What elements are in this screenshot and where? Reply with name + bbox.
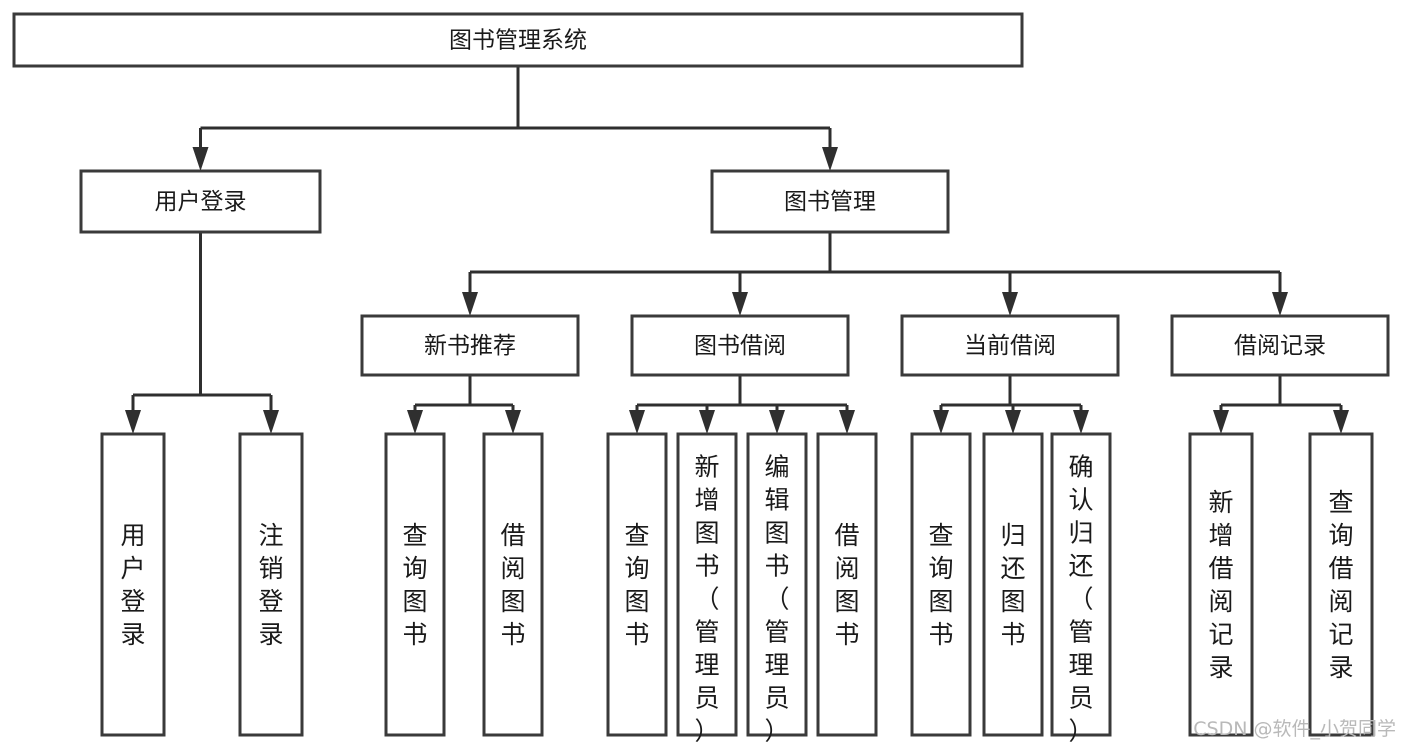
node-rect — [676, 432, 738, 737]
node-leaf-编辑图书管理员[interactable]: 编辑图书（管理员） — [746, 432, 808, 746]
node-rect — [982, 432, 1044, 737]
node-label: 图书管理系统 — [449, 28, 587, 54]
node-leaf-查询图书[interactable]: 查询图书 — [910, 432, 972, 737]
arrow-head-icon — [839, 410, 855, 434]
node-rect — [746, 432, 808, 737]
node-rect — [816, 432, 878, 737]
node-label: 当前借阅 — [964, 333, 1056, 359]
node-leaf-借阅图书[interactable]: 借阅图书 — [816, 432, 878, 737]
node-rect — [1308, 432, 1374, 737]
arrow-head-icon — [462, 292, 478, 316]
node-label: 图书管理 — [784, 189, 876, 215]
arrow-head-icon — [505, 410, 521, 434]
arrow-head-icon — [699, 410, 715, 434]
node-label: 查询图书 — [928, 521, 953, 649]
node-boxes: 图书管理系统用户登录图书管理新书推荐图书借阅当前借阅借阅记录用户登录注销登录查询… — [12, 12, 1390, 746]
arrow-head-icon — [933, 410, 949, 434]
node-rect — [482, 432, 544, 737]
node-label: 用户登录 — [120, 521, 145, 649]
node-rect — [100, 432, 166, 737]
node-rect — [1170, 314, 1390, 377]
node-label: 借阅记录 — [1234, 333, 1326, 359]
node-leaf-确认归还管理员[interactable]: 确认归还（管理员） — [1050, 432, 1112, 746]
node-leaf-查询图书[interactable]: 查询图书 — [384, 432, 446, 737]
node-label: 新书推荐 — [424, 333, 516, 359]
arrow-head-icon — [1005, 410, 1021, 434]
arrow-head-icon — [1333, 410, 1349, 434]
arrow-head-icon — [822, 147, 838, 171]
csdn-watermark: CSDN @软件_小贺同学 — [1193, 718, 1396, 740]
node-rect — [606, 432, 668, 737]
node-leaf-归还图书[interactable]: 归还图书 — [982, 432, 1044, 737]
node-label: 确认归还（管理员） — [1068, 453, 1093, 746]
node-leaf-借阅图书[interactable]: 借阅图书 — [482, 432, 544, 737]
arrow-head-icon — [125, 410, 141, 434]
arrow-head-icon — [1213, 410, 1229, 434]
node-leaf-用户登录[interactable]: 用户登录 — [100, 432, 166, 737]
node-label: 查询图书 — [624, 521, 649, 649]
node-rect — [900, 314, 1120, 377]
node-label: 注销登录 — [258, 521, 283, 649]
node-label: 归还图书 — [1000, 521, 1025, 649]
node-rect — [238, 432, 304, 737]
node-leaf-新增借阅记录[interactable]: 新增借阅记录 — [1188, 432, 1254, 737]
node-label: 新增图书（管理员） — [694, 453, 719, 746]
node-label: 用户登录 — [155, 189, 247, 215]
node-l3-图书借阅[interactable]: 图书借阅 — [630, 314, 850, 377]
node-rect — [12, 12, 1024, 68]
node-label: 查询借阅记录 — [1328, 488, 1353, 682]
node-l2-图书管理[interactable]: 图书管理 — [710, 169, 950, 234]
arrow-head-icon — [1002, 292, 1018, 316]
node-rect — [910, 432, 972, 737]
node-root-图书管理系统[interactable]: 图书管理系统 — [12, 12, 1024, 68]
arrow-head-icon — [629, 410, 645, 434]
arrow-head-icon — [407, 410, 423, 434]
node-leaf-查询图书[interactable]: 查询图书 — [606, 432, 668, 737]
node-rect — [360, 314, 580, 377]
node-leaf-新增图书管理员[interactable]: 新增图书（管理员） — [676, 432, 738, 746]
node-rect — [630, 314, 850, 377]
arrow-head-icon — [192, 147, 209, 171]
node-rect — [384, 432, 446, 737]
node-label: 借阅图书 — [500, 521, 525, 649]
node-rect — [1188, 432, 1254, 737]
arrow-head-icon — [732, 292, 748, 316]
node-label: 编辑图书（管理员） — [764, 453, 789, 746]
node-label: 借阅图书 — [834, 521, 859, 649]
node-label: 图书借阅 — [694, 333, 786, 359]
node-rect — [79, 169, 322, 234]
node-leaf-查询借阅记录[interactable]: 查询借阅记录 — [1308, 432, 1374, 737]
node-l2-用户登录[interactable]: 用户登录 — [79, 169, 322, 234]
arrow-head-icon — [1073, 410, 1089, 434]
connector-lines — [125, 66, 1349, 434]
arrow-head-icon — [1272, 292, 1288, 316]
node-l3-借阅记录[interactable]: 借阅记录 — [1170, 314, 1390, 377]
node-l3-当前借阅[interactable]: 当前借阅 — [900, 314, 1120, 377]
node-label: 新增借阅记录 — [1208, 488, 1233, 682]
node-rect — [710, 169, 950, 234]
arrow-head-icon — [769, 410, 785, 434]
node-leaf-注销登录[interactable]: 注销登录 — [238, 432, 304, 737]
node-rect — [1050, 432, 1112, 737]
node-label: 查询图书 — [402, 521, 427, 649]
arrow-head-icon — [263, 410, 279, 434]
node-l3-新书推荐[interactable]: 新书推荐 — [360, 314, 580, 377]
